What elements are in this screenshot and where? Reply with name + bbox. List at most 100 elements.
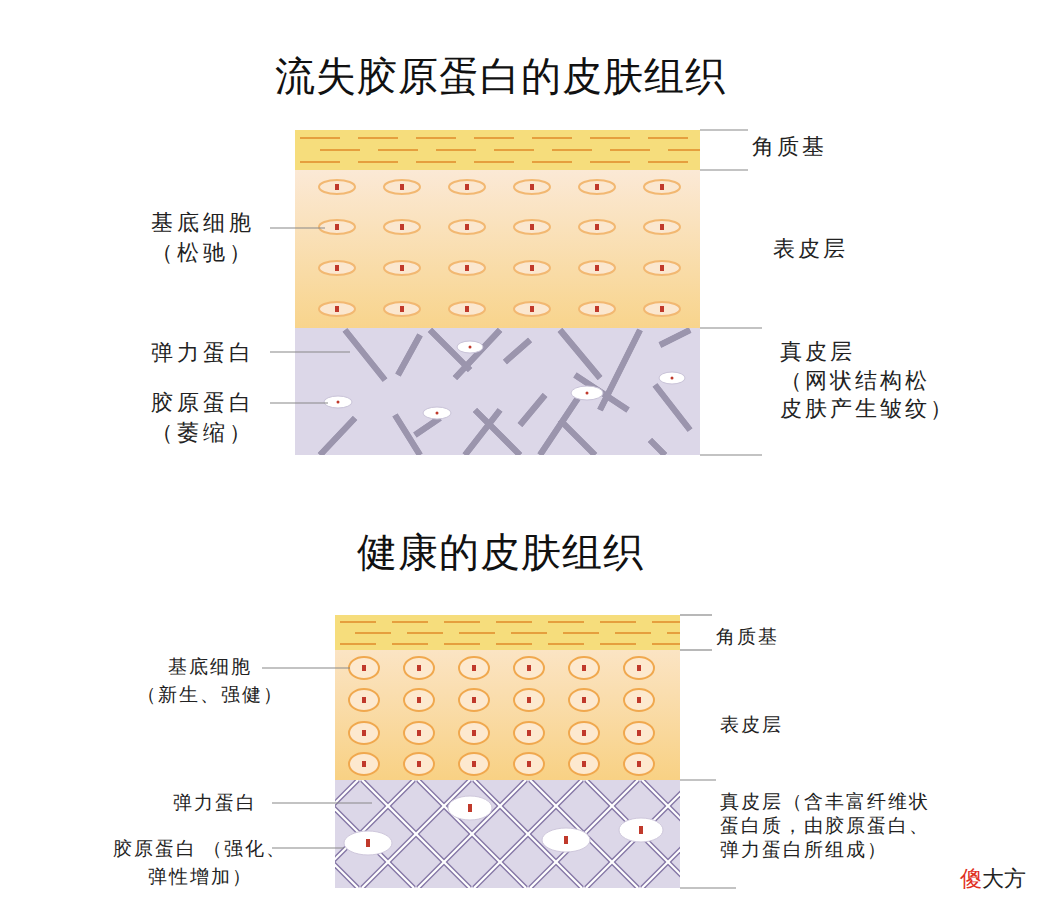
cell-nucleus bbox=[465, 224, 469, 230]
cell-nucleus bbox=[527, 665, 531, 671]
cell bbox=[624, 753, 654, 775]
cell bbox=[624, 657, 654, 679]
cell bbox=[579, 220, 615, 234]
cell bbox=[569, 753, 599, 775]
cell bbox=[449, 220, 485, 234]
cell-nucleus bbox=[465, 184, 469, 190]
fiber bbox=[418, 780, 526, 888]
cell bbox=[349, 657, 379, 679]
part-label: 基底细胞 （松驰） bbox=[140, 208, 265, 267]
watermark: 傻大方 bbox=[960, 866, 1050, 892]
cell bbox=[349, 689, 379, 711]
cell bbox=[404, 722, 434, 744]
cell bbox=[644, 220, 680, 234]
cell bbox=[349, 753, 379, 775]
fiber bbox=[586, 780, 680, 888]
cell-nucleus bbox=[660, 224, 664, 230]
cell-nucleus bbox=[530, 184, 534, 190]
part-label: 胶原蛋白 （萎缩） bbox=[140, 388, 265, 447]
cell-nucleus bbox=[595, 306, 599, 312]
keratin-band bbox=[335, 615, 680, 650]
cell-nucleus bbox=[595, 184, 599, 190]
cell bbox=[404, 657, 434, 679]
cell-nucleus bbox=[530, 224, 534, 230]
cell-nucleus bbox=[582, 730, 586, 736]
cell-nucleus bbox=[417, 665, 421, 671]
collagen-dots bbox=[337, 346, 674, 415]
cell-nucleus bbox=[362, 730, 366, 736]
fiber bbox=[335, 780, 414, 888]
cell bbox=[514, 753, 544, 775]
leader-lines bbox=[262, 615, 736, 888]
fiber bbox=[586, 780, 680, 888]
dermis-band bbox=[335, 780, 680, 888]
basal-cells bbox=[349, 657, 654, 775]
epidermis-band bbox=[335, 650, 680, 780]
cell bbox=[319, 220, 355, 234]
elastin-fibers-loose bbox=[320, 330, 690, 455]
diagram-title: 流失胶原蛋白的皮肤组织 bbox=[0, 52, 1000, 100]
cell-nucleus bbox=[660, 265, 664, 271]
part-label: 弹力蛋白 bbox=[140, 338, 265, 368]
cell-nucleus bbox=[335, 265, 339, 271]
cell-nucleus bbox=[335, 184, 339, 190]
cell bbox=[449, 180, 485, 194]
cell-nucleus bbox=[472, 730, 476, 736]
cell bbox=[459, 753, 489, 775]
cell-nucleus bbox=[527, 730, 531, 736]
cell bbox=[514, 722, 544, 744]
cell-nucleus bbox=[530, 306, 534, 312]
fiber bbox=[418, 780, 526, 888]
cell bbox=[514, 261, 550, 275]
cell-nucleus bbox=[527, 697, 531, 703]
part-label: 弹力蛋白 bbox=[165, 790, 265, 816]
cell bbox=[384, 302, 420, 316]
fiber bbox=[418, 780, 526, 888]
cell-nucleus bbox=[595, 224, 599, 230]
keratin-band bbox=[295, 130, 700, 170]
cell bbox=[459, 689, 489, 711]
part-label: 基底细胞 （新生、强健） bbox=[125, 653, 295, 708]
cell bbox=[459, 722, 489, 744]
fiber bbox=[335, 780, 414, 888]
cell-nucleus bbox=[472, 697, 476, 703]
cell-nucleus bbox=[465, 265, 469, 271]
cell bbox=[319, 261, 355, 275]
cell-nucleus bbox=[400, 224, 404, 230]
collagen-dots bbox=[366, 804, 643, 847]
diagram-title: 健康的皮肤组织 bbox=[0, 528, 1000, 576]
cell bbox=[569, 689, 599, 711]
fiber bbox=[586, 780, 680, 888]
cell-nucleus bbox=[362, 697, 366, 703]
keratin-lines bbox=[340, 622, 680, 644]
cell bbox=[514, 302, 550, 316]
cell-nucleus bbox=[637, 697, 641, 703]
cell-nucleus bbox=[362, 761, 366, 767]
leader-lines bbox=[270, 130, 762, 455]
cell bbox=[514, 220, 550, 234]
cell bbox=[319, 180, 355, 194]
cell bbox=[579, 302, 615, 316]
cell-nucleus bbox=[472, 665, 476, 671]
cell-nucleus bbox=[660, 184, 664, 190]
cell-nucleus bbox=[637, 730, 641, 736]
fiber bbox=[418, 780, 526, 888]
cell bbox=[644, 180, 680, 194]
collagen-shrunk bbox=[324, 341, 685, 419]
layer-label: 表皮层 bbox=[720, 712, 810, 738]
cell bbox=[384, 180, 420, 194]
cell-nucleus bbox=[417, 761, 421, 767]
fiber bbox=[586, 780, 680, 888]
cell bbox=[384, 261, 420, 275]
cell bbox=[319, 302, 355, 316]
cell bbox=[514, 657, 544, 679]
cell bbox=[404, 753, 434, 775]
cell-nucleus bbox=[582, 665, 586, 671]
collagen-strong bbox=[344, 796, 663, 855]
layer-label: 真皮层 （网状结构松 皮肤产生皱纹） bbox=[780, 338, 970, 424]
cell bbox=[449, 302, 485, 316]
cell-nucleus bbox=[400, 306, 404, 312]
cell-nucleus bbox=[637, 761, 641, 767]
cell bbox=[624, 722, 654, 744]
